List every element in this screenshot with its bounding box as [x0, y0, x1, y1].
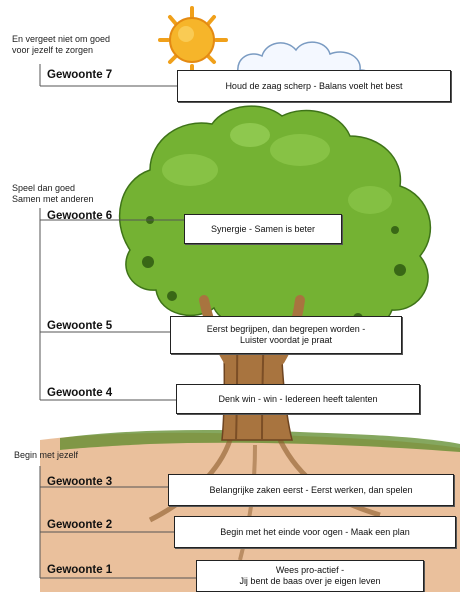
habit-6-label: Gewoonte 6	[47, 210, 113, 222]
habit-6-box: Synergie - Samen is beter	[184, 214, 342, 244]
section-top-line-2: voor jezelf te zorgen	[12, 45, 94, 55]
habit-5-label: Gewoonte 5	[47, 320, 113, 332]
habit-3-label: Gewoonte 3	[47, 476, 113, 488]
habit-2-text: Begin met het einde voor ogen - Maak een…	[220, 526, 410, 537]
habit-6-text: Synergie - Samen is beter	[210, 223, 316, 234]
habit-4-label: Gewoonte 4	[47, 387, 113, 399]
habit-7-text: Houd de zaag scherp - Balans voelt het b…	[225, 80, 403, 91]
habit-4-box: Denk win - win - Iedereen heeft talenten	[176, 384, 420, 414]
section-middle-line-1: Speel dan goed	[12, 183, 76, 193]
habit-5-text-line-1: Eerst begrijpen, dan begrepen worden -	[206, 324, 366, 334]
habit-2-label: Gewoonte 2	[47, 519, 113, 531]
habit-3-text: Belangrijke zaken eerst - Eerst werken, …	[209, 484, 413, 495]
sun-icon	[158, 6, 228, 76]
section-middle-line-2: Samen met anderen	[12, 194, 94, 204]
habit-4-text: Denk win - win - Iedereen heeft talenten	[218, 393, 378, 404]
habit-1-text-line-2: Jij bent de baas over je eigen leven	[239, 576, 381, 586]
habit-1-label: Gewoonte 1	[47, 564, 113, 576]
habit-1-text-line-1: Wees pro-actief -	[275, 565, 345, 575]
habit-2-box: Begin met het einde voor ogen - Maak een…	[174, 516, 456, 548]
habit-3-box: Belangrijke zaken eerst - Eerst werken, …	[168, 474, 454, 506]
habit-5-text-line-2: Luister voordat je praat	[239, 335, 333, 345]
section-bottom-line-1: Begin met jezelf	[14, 450, 79, 460]
section-bottom-text: Begin met jezelf	[14, 450, 78, 461]
section-middle-text: Speel dan goed Samen met anderen	[12, 183, 94, 205]
habit-7-label: Gewoonte 7	[47, 69, 113, 81]
section-top-line-1: En vergeet niet om goed	[12, 34, 111, 44]
connector-lines	[39, 64, 196, 579]
section-top-text: En vergeet niet om goed voor jezelf te z…	[12, 34, 110, 56]
habit-5-box: Eerst begrijpen, dan begrepen worden - L…	[170, 316, 402, 354]
habit-7-box: Houd de zaag scherp - Balans voelt het b…	[177, 70, 451, 102]
habit-1-box: Wees pro-actief - Jij bent de baas over …	[196, 560, 424, 592]
ground	[40, 430, 460, 592]
